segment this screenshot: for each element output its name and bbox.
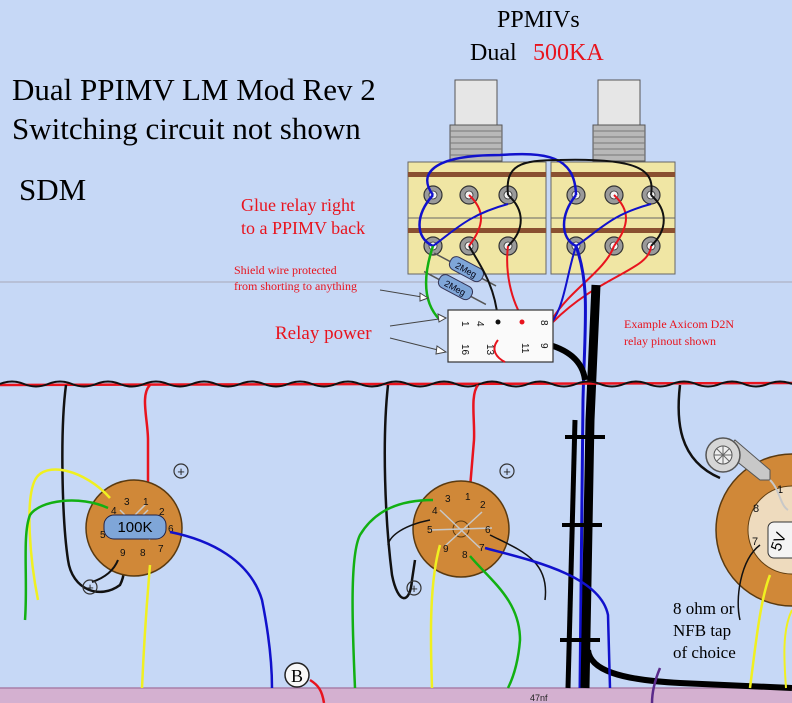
pot-header: PPMIVs — [497, 7, 580, 33]
title-line-2: Switching circuit not shown — [12, 111, 361, 146]
resistor-100k-label: 100K — [117, 519, 152, 536]
relay: 1 4 8 16 13 11 9 — [447, 309, 554, 363]
socket1-pin-3: 3 — [124, 497, 130, 508]
socket2-pin-8: 8 — [462, 550, 468, 561]
resistor-100k — [103, 514, 167, 540]
plus-marker-1: + — [177, 464, 185, 479]
nfb-line-2: NFB tap — [673, 621, 731, 640]
relay-pin-16: 16 — [459, 344, 470, 356]
shield-note-line-1: Shield wire protected — [234, 263, 337, 277]
board-strip — [0, 688, 792, 703]
socket1-pin-7: 7 — [158, 544, 164, 555]
pot-bridge-wire-blue — [426, 152, 578, 196]
cable-ties — [560, 435, 605, 642]
ground-lug — [705, 437, 771, 481]
tube-socket-2: 1 2 3 4 5 6 7 8 9 — [412, 480, 510, 578]
relay-power-arrows — [379, 289, 448, 355]
relay-note-line-1: Example Axicom D2N — [624, 317, 734, 331]
node-b-label: B — [291, 666, 303, 686]
socket1-pin-9: 9 — [120, 548, 126, 559]
socket1-pin-6: 6 — [168, 524, 174, 535]
glue-note-line-1: Glue relay right — [241, 195, 355, 215]
tube-label: 5V — [768, 530, 790, 553]
nfb-line-3: of choice — [673, 643, 736, 662]
socket3-pin-8: 8 — [753, 503, 759, 515]
tube-socket-3: 5V 1 8 7 — [705, 437, 792, 607]
socket2-pin-4: 4 — [432, 506, 438, 517]
author: SDM — [19, 172, 86, 207]
cap-label: 47nf — [530, 693, 548, 703]
pot-value: 500KA — [533, 40, 604, 66]
socket1-pin-5: 5 — [100, 530, 106, 541]
socket1-pin-8: 8 — [140, 548, 146, 559]
relay-note-line-2: relay pinout shown — [624, 334, 716, 348]
shielded-cable — [580, 284, 601, 689]
socket1-pin-2: 2 — [159, 507, 165, 518]
relay-pin-9: 9 — [538, 343, 549, 349]
pot-left-shaft — [454, 79, 498, 126]
shield-note-line-2: from shorting to anything — [234, 279, 357, 293]
socket2-pin-9: 9 — [443, 544, 449, 555]
relay-pin-8: 8 — [538, 320, 549, 326]
heater-bus — [0, 380, 792, 388]
socket2-pin-1: 1 — [465, 492, 471, 503]
tube-socket-1: 100K 1 2 3 4 5 6 7 8 9 — [85, 479, 183, 577]
pot-right-shaft — [597, 79, 641, 126]
socket3-pin-7: 7 — [752, 536, 758, 548]
socket1-pin-4: 4 — [111, 506, 117, 517]
relay-pin-4: 4 — [474, 321, 485, 327]
socket2-pin-2: 2 — [480, 500, 486, 511]
plus-marker-2: + — [86, 580, 94, 595]
pot-dual: Dual — [470, 40, 517, 66]
socket1-pin-1: 1 — [143, 497, 149, 508]
relay-pin-11: 11 — [519, 343, 530, 354]
socket2-pin-5: 5 — [427, 525, 433, 536]
nfb-line-1: 8 ohm or — [673, 599, 735, 618]
shield-wire-green — [424, 245, 441, 321]
socket2-pin-7: 7 — [479, 543, 485, 554]
pot-bridge-wire-black — [506, 158, 653, 196]
relay-pin-1: 1 — [459, 321, 470, 327]
relay-pin-13: 13 — [484, 344, 495, 356]
tube-5v-body — [767, 521, 792, 559]
plus-marker-4: + — [410, 581, 418, 596]
node-b-circle — [284, 662, 310, 688]
socket3-pin-1: 1 — [777, 484, 783, 496]
blue-signal-wire — [574, 245, 588, 689]
socket2-pin-3: 3 — [445, 494, 451, 505]
glue-note-line-2: to a PPIMV back — [241, 218, 365, 238]
plus-marker-3: + — [503, 464, 511, 479]
socket2-pin-6: 6 — [485, 525, 491, 536]
title-line-1: Dual PPIMV LM Mod Rev 2 — [12, 72, 376, 107]
relay-power-label: Relay power — [275, 323, 372, 344]
plus-markers — [82, 463, 515, 596]
